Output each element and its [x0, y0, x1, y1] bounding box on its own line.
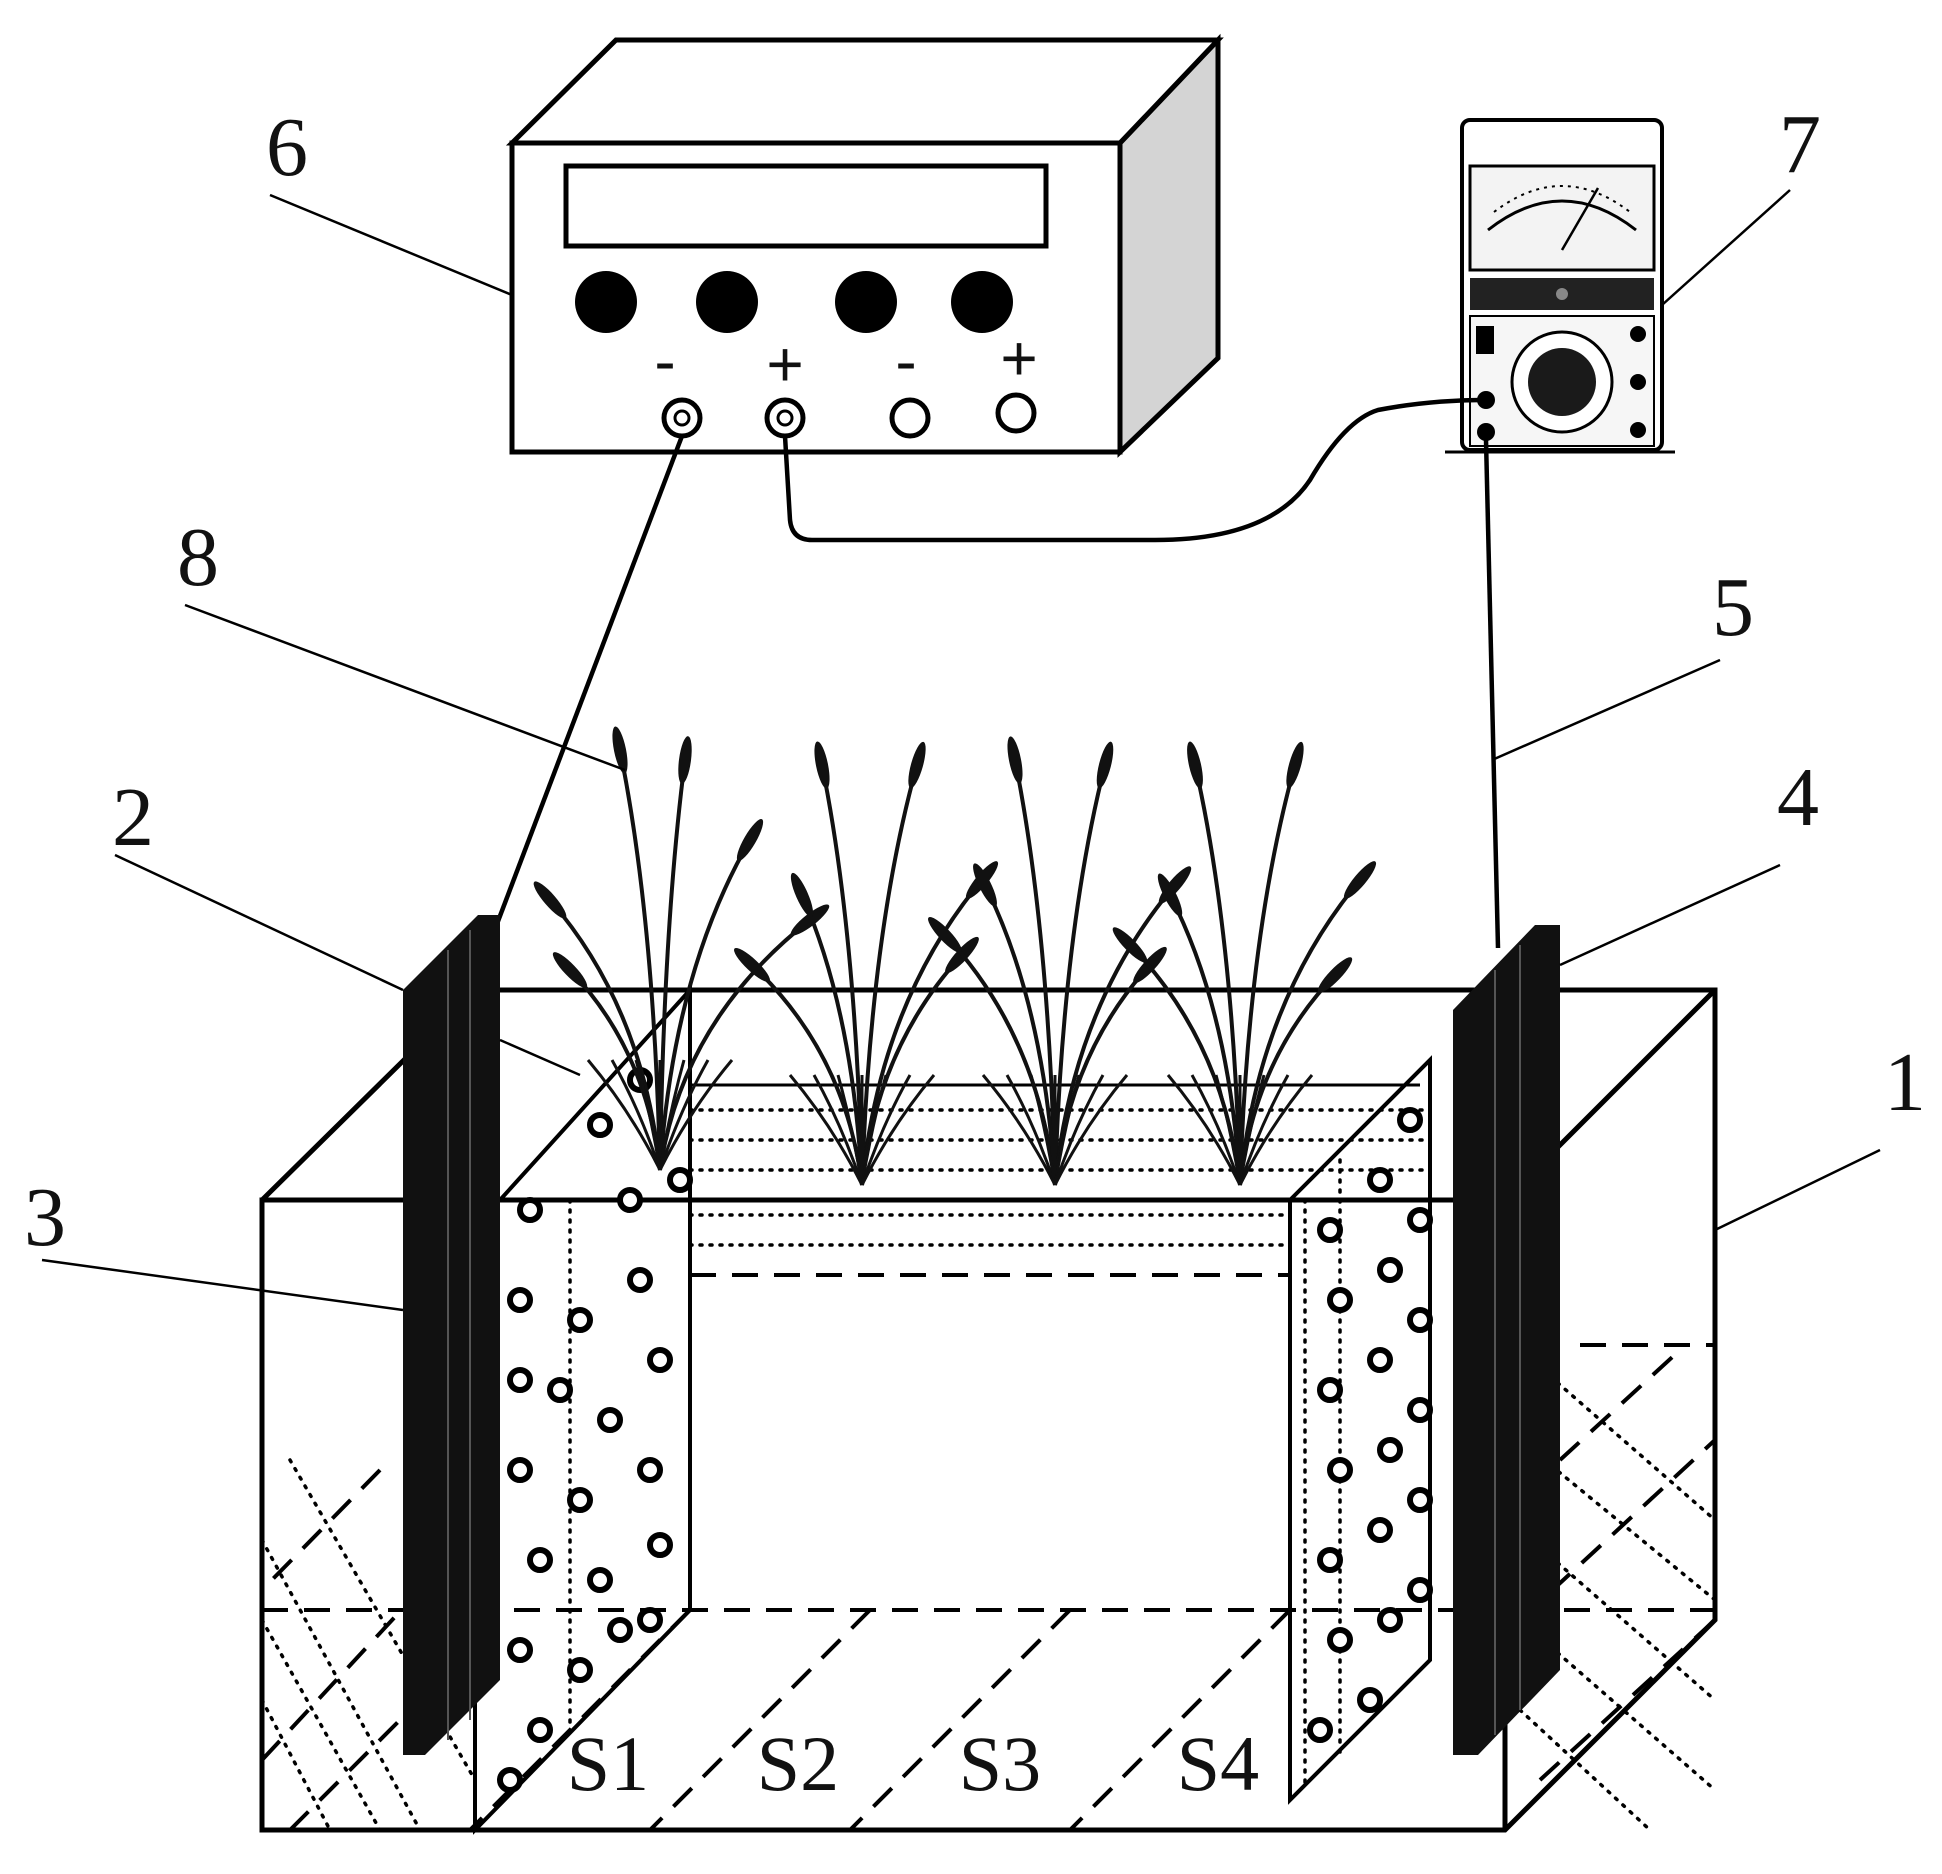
multimeter — [1445, 118, 1675, 454]
dc-power-supply: - + - + — [505, 33, 1224, 458]
plants — [533, 726, 1377, 1186]
section-label-s2: S2 — [757, 1720, 839, 1807]
leader-lines — [41, 189, 1881, 1312]
terminal-negative-2 — [889, 397, 931, 439]
knob-3 — [835, 271, 897, 333]
cathode-electrode — [403, 915, 500, 1755]
section-label-s1: S1 — [567, 1720, 649, 1807]
terminal-positive-1 — [764, 397, 806, 439]
callout-3: 3 — [24, 1171, 66, 1264]
callout-7: 7 — [1779, 98, 1821, 191]
knob-2 — [696, 271, 758, 333]
callout-8: 8 — [177, 511, 219, 604]
callout-1: 1 — [1884, 1036, 1926, 1129]
terminal-positive-2 — [995, 392, 1037, 434]
wire-to-left-electrode — [486, 435, 685, 946]
left-granules — [497, 1067, 693, 1793]
callout-4: 4 — [1777, 751, 1819, 844]
power-supply-display — [563, 163, 1049, 249]
power-supply-top-face — [505, 37, 1224, 146]
callout-labels: 1 2 3 4 5 6 7 8 — [24, 98, 1926, 1264]
terminal-negative-1 — [661, 397, 703, 439]
terminal-sign-4: + — [1000, 322, 1037, 394]
terminal-sign-2: + — [766, 328, 803, 400]
reactor-tank — [259, 984, 1718, 1835]
plant-icon — [1112, 741, 1377, 1186]
section-label-s4: S4 — [1177, 1720, 1259, 1807]
plant-icon — [734, 741, 999, 1186]
anode-electrode — [1453, 925, 1560, 1755]
right-granules — [1307, 1107, 1433, 1743]
left-granular-zone — [473, 984, 693, 1835]
knob-1 — [575, 271, 637, 333]
wires — [486, 397, 1501, 949]
terminal-sign-1: - — [654, 325, 675, 397]
callout-2: 2 — [112, 771, 154, 864]
plant-icon — [928, 736, 1192, 1186]
knob-4 — [951, 271, 1013, 333]
section-labels: S1 S2 S3 S4 — [567, 1720, 1259, 1807]
plant-icon — [533, 726, 830, 1171]
wire-positive-to-multimeter — [782, 397, 1487, 543]
wire-multimeter-to-right-electrode — [1483, 439, 1501, 949]
callout-6: 6 — [266, 101, 308, 194]
terminal-sign-3: - — [895, 325, 916, 397]
section-label-s3: S3 — [959, 1720, 1041, 1807]
right-granular-zone — [1288, 1055, 1433, 1805]
callout-5: 5 — [1712, 561, 1754, 654]
